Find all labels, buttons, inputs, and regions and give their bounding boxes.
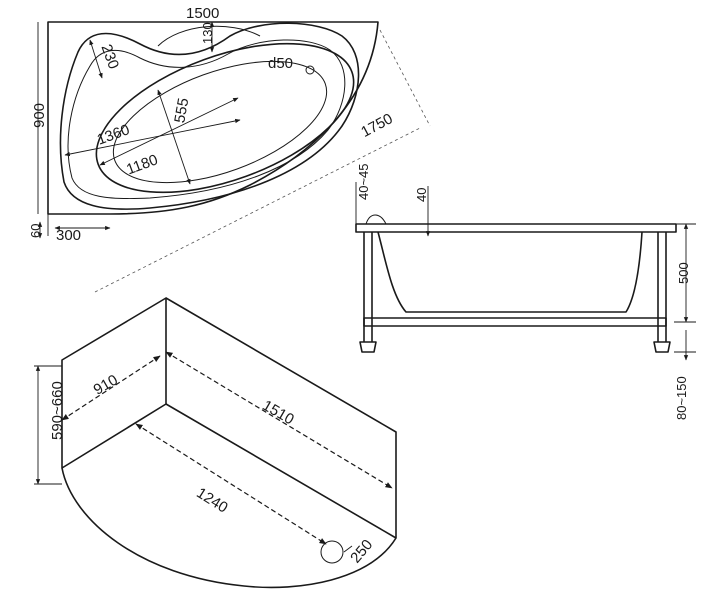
label-curve-length: 1240	[193, 485, 230, 517]
tub-rim	[59, 22, 360, 210]
side-rim	[355, 223, 677, 233]
basin-outer	[95, 42, 355, 194]
panel-view: 910 1510 1240 590~660 250	[34, 297, 397, 589]
label-panel-height: 590~660	[49, 381, 66, 440]
top-recess	[157, 25, 261, 47]
frame-crossbar	[363, 317, 667, 327]
basin-inner	[112, 60, 328, 184]
label-top-recess: 130	[200, 22, 215, 44]
label-top-dim: 40~45	[356, 163, 371, 200]
label-inner-length-inner: 1180	[124, 151, 160, 178]
label-inner-width: 555	[171, 97, 192, 125]
side-headrest	[365, 214, 387, 225]
drain-icon-panel	[320, 540, 344, 564]
label-width: 1500	[186, 5, 219, 22]
label-depth: 900	[31, 103, 48, 128]
drain-icon	[305, 65, 315, 75]
label-rim-width: 230	[98, 42, 123, 71]
label-legs: 80~150	[674, 376, 689, 420]
panel-main	[61, 297, 397, 589]
label-long-side: 1510	[259, 397, 296, 428]
side-basin	[377, 231, 643, 313]
top-view: 1500 130 d50 230 900 1360 555 1180 1750 …	[28, 5, 431, 293]
side-view: 40~45 40 500 80~150	[355, 163, 696, 420]
foot-left	[359, 341, 377, 353]
label-short-side: 910	[91, 371, 121, 398]
label-height: 500	[676, 262, 691, 284]
label-drain: d50	[268, 55, 293, 72]
tub-outline	[47, 21, 379, 215]
label-offset-x: 300	[56, 227, 81, 244]
label-inner-length-outer: 1360	[95, 121, 132, 148]
foot-right	[653, 341, 671, 353]
label-diagonal: 1750	[358, 110, 395, 141]
label-offset-y: 60	[28, 224, 43, 238]
label-rim-dim: 40	[414, 188, 429, 202]
